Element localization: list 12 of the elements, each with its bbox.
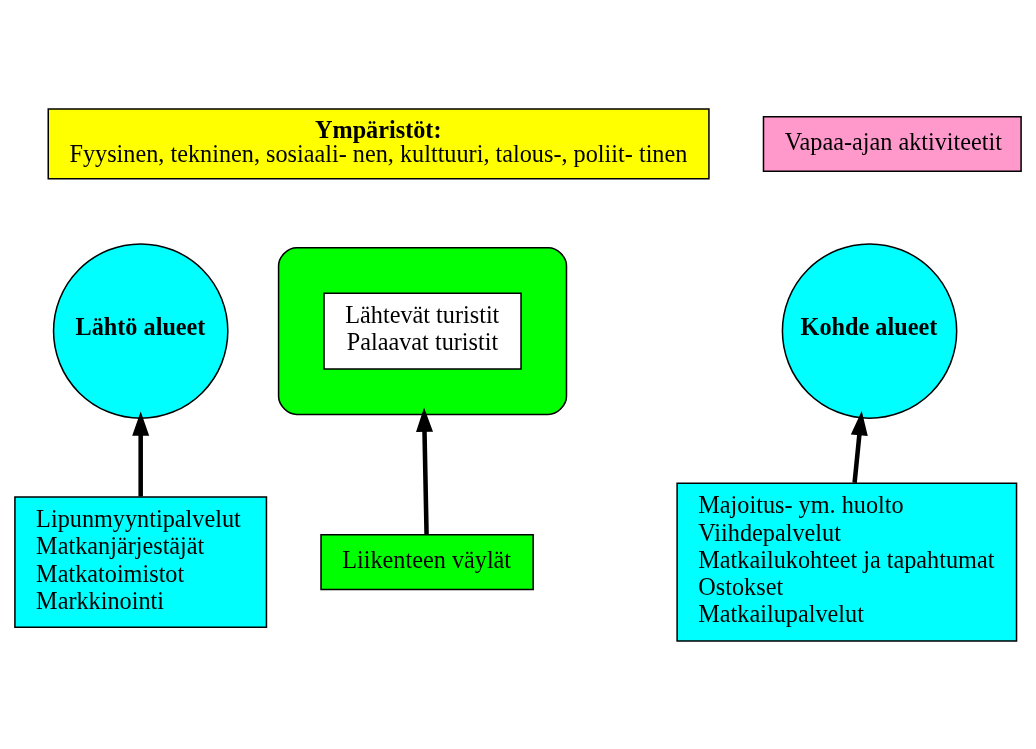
node-box: Lähtevät turistit Palaavat turistit (323, 291, 522, 370)
cluster (277, 246, 568, 415)
node-box: Lipunmyyntipalvelut Matkanjärjestäjät Matkatoimistot Markkinointi (14, 495, 268, 628)
arrow (416, 407, 434, 534)
node-circle: Kohde alueet (781, 242, 958, 419)
arrow (132, 410, 150, 496)
node-box: Liikenteen väylät (320, 533, 534, 590)
node-box: Ympäristöt: Fyysinen, tekninen, sosiaali- nen, kulttuuri, talous-, poliit- tinen (47, 107, 710, 180)
arrow (850, 410, 868, 483)
node-box: Vapaa-ajan aktiviteetit (762, 115, 1022, 172)
node-circle: Lähtö alueet (52, 242, 229, 419)
node-box: Majoitus- ym. huolto Viihdepalvelut Matkailukohteet ja tapahtumat Ostokset Matkailupalvelut (676, 482, 1018, 642)
